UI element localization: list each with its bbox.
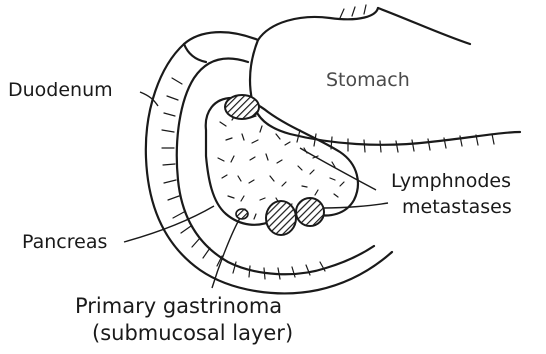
- duodenum-label: Duodenum: [8, 79, 113, 101]
- lymphnode-upper: [225, 95, 259, 119]
- pancreas-label: Pancreas: [22, 231, 107, 253]
- lymphnodes-label-line1: Lymphnodes: [391, 170, 511, 192]
- lymphnodes-leader: [300, 148, 376, 190]
- gastrinoma-label-line1: Primary gastrinoma: [75, 293, 282, 320]
- primary-gastrinoma: [236, 209, 248, 219]
- lymphnode-lower-2: [296, 198, 324, 226]
- lymphnode-lower-1: [266, 201, 296, 235]
- gastrinoma-label-line2: (submucosal layer): [92, 320, 293, 347]
- lymphnodes-label-line2: metastases: [402, 196, 512, 218]
- stomach-label: Stomach: [326, 69, 410, 91]
- metastases-leader: [324, 203, 388, 208]
